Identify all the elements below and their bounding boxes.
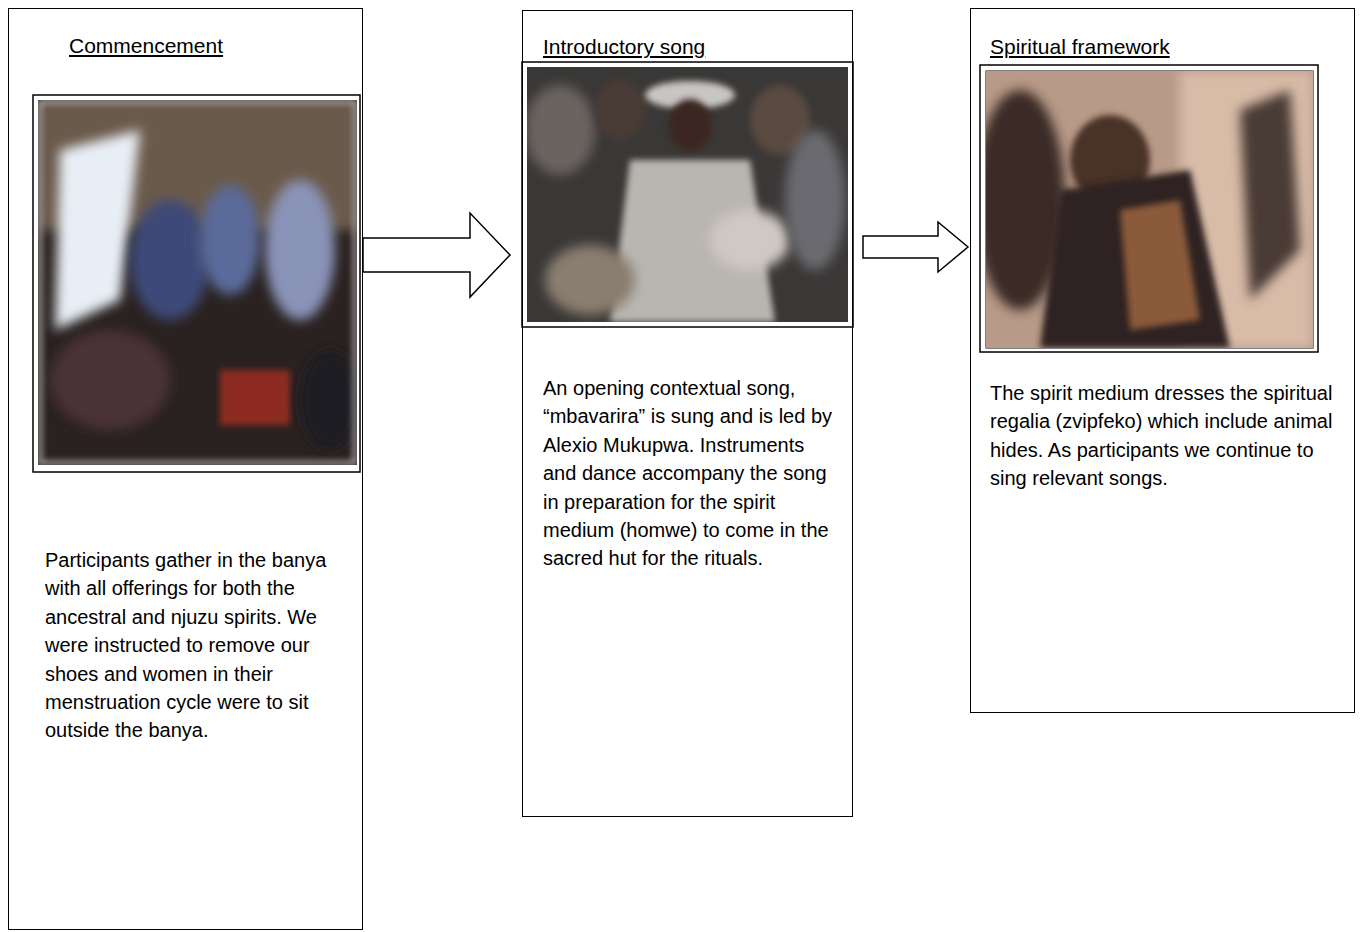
step-description: An opening contextual song, “mbavarira” … [543, 374, 835, 573]
step-description: Participants gather in the banya with al… [45, 546, 341, 745]
block-arrow [863, 222, 968, 272]
photo-introductory-song [522, 62, 853, 327]
process-box: CommencementParticipants gather in the b… [8, 8, 363, 930]
step-heading: Spiritual framework [990, 34, 1170, 59]
photo-spiritual-framework [975, 65, 1318, 352]
block-arrow [363, 213, 510, 297]
process-box: Spiritual frameworkThe spirit medium dre… [970, 8, 1355, 713]
step-heading: Commencement [69, 33, 223, 58]
step-heading: Introductory song [543, 34, 705, 59]
step-description: The spirit medium dresses the spiritual … [990, 379, 1338, 493]
photo-commencement [33, 95, 360, 472]
process-box: Introductory song An opening contextual s… [522, 10, 853, 817]
